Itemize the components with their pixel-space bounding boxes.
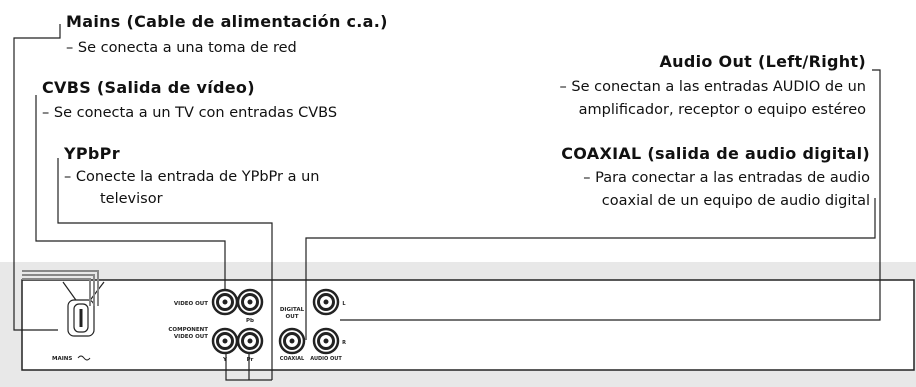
jack-pb (236, 288, 264, 316)
ypbpr-leader (57, 158, 273, 380)
audio-r-label: R (342, 340, 346, 346)
jack-y (211, 327, 239, 355)
pr-label: Pr (247, 357, 254, 363)
audio-out-panel-label: AUDIO OUT (310, 356, 342, 362)
pb-label: Pb (246, 318, 254, 324)
audio-out-desc-2: amplificador, receptor o equipo estéreo (578, 102, 866, 118)
coaxial-leader (305, 198, 876, 340)
mains-panel-label: MAINS (52, 356, 72, 362)
ypbpr-desc-1: – Conecte la entrada de YPbPr a un (64, 169, 320, 185)
mains-socket (62, 281, 105, 337)
cvbs-desc: – Se conecta a un TV con entradas CVBS (42, 105, 338, 121)
coaxial-panel-label: COAXIAL (280, 356, 305, 362)
mains-cable (22, 270, 99, 306)
jack-video-out (211, 288, 239, 316)
ypbpr-title: YPbPr (64, 144, 120, 163)
digital-out-label-2: OUT (286, 314, 299, 320)
ypbpr-desc-2: televisor (100, 191, 163, 207)
jack-audio-r (312, 327, 340, 355)
mains-leader (13, 24, 61, 331)
jack-coaxial (278, 327, 306, 355)
audio-l-label: L (342, 301, 346, 307)
digital-out-label-1: DIGITAL (280, 307, 305, 313)
audio-out-title: Audio Out (Left/Right) (659, 52, 866, 71)
audio-out-desc-1: – Se conectan a las entradas AUDIO de un (559, 79, 866, 95)
cvbs-title: CVBS (Salida de vídeo) (42, 78, 255, 97)
ac-symbol-icon (77, 355, 91, 361)
mains-desc: – Se conecta a una toma de red (66, 40, 297, 56)
coaxial-title: COAXIAL (salida de audio digital) (561, 144, 870, 163)
jack-pr (236, 327, 264, 355)
jack-audio-l (312, 288, 340, 316)
video-out-label: VIDEO OUT (174, 301, 208, 307)
y-label: Y (222, 357, 228, 363)
component-label-1: COMPONENT (168, 327, 208, 333)
rear-panel (21, 279, 915, 371)
mains-title: Mains (Cable de alimentación c.a.) (66, 12, 388, 31)
component-label-2: VIDEO OUT (174, 334, 208, 340)
cvbs-leader (35, 95, 226, 292)
audio-leader (340, 69, 881, 321)
coaxial-desc-2: coaxial de un equipo de audio digital (601, 193, 870, 209)
coaxial-desc-1: – Para conectar a las entradas de audio (583, 170, 870, 186)
